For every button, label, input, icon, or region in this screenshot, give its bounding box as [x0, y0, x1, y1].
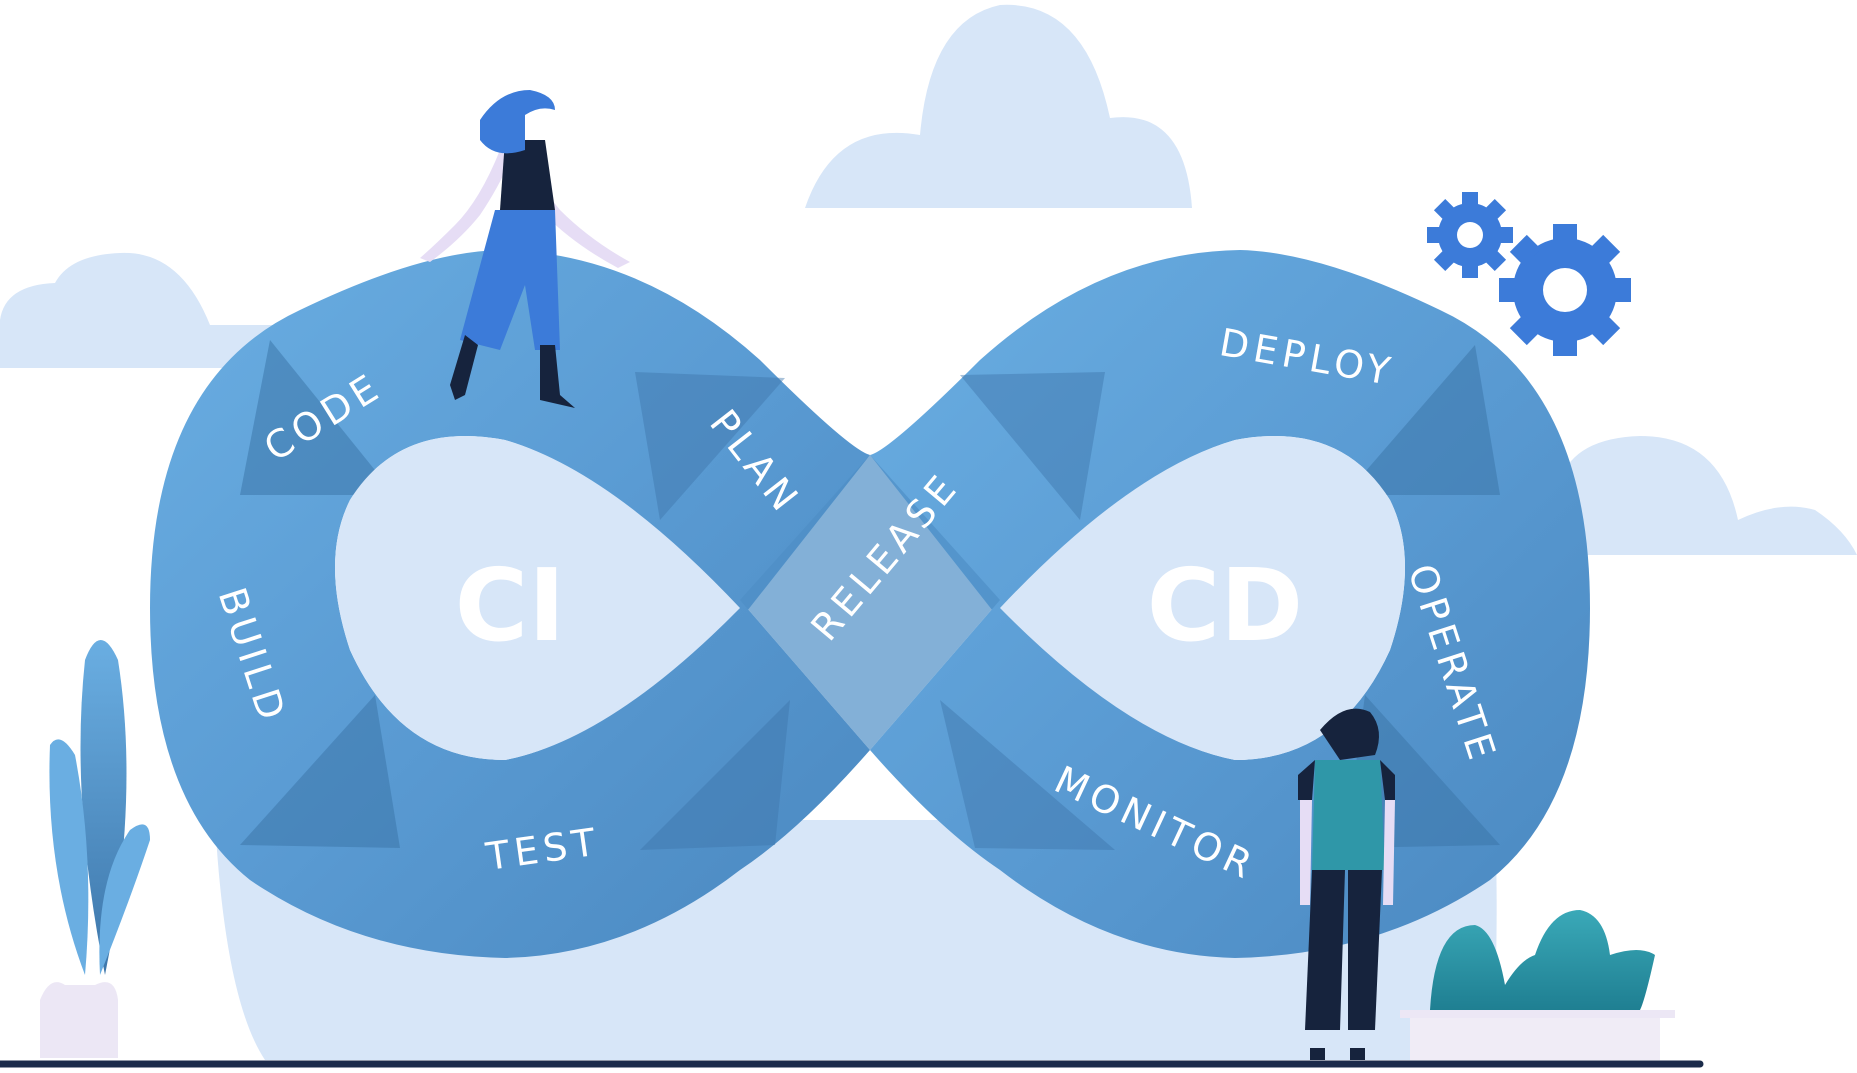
cloud-icon	[0, 252, 300, 368]
infinity-loop	[150, 250, 1590, 958]
segment-divider	[1345, 695, 1500, 848]
cd-hub	[1000, 436, 1405, 760]
segment-divider	[1345, 345, 1500, 495]
cloud-icon	[1560, 436, 1857, 555]
ci-label: CI	[455, 547, 566, 664]
ci-hub	[335, 436, 740, 760]
segment-divider	[940, 700, 1115, 850]
gear-icon	[1499, 224, 1631, 356]
segment-divider	[240, 695, 400, 848]
segment-divider	[640, 700, 790, 850]
segment-divider	[960, 372, 1105, 520]
person-icon	[1298, 708, 1395, 1060]
segment-divider	[635, 372, 785, 520]
cloud-icon	[805, 4, 1192, 208]
plant-icon	[40, 640, 150, 1058]
person-icon	[420, 90, 630, 408]
loop-cross-band	[740, 455, 1000, 750]
planter-icon	[1400, 910, 1675, 1060]
cd-label: CD	[1147, 547, 1303, 664]
segment-divider	[240, 340, 395, 495]
gear-icon	[1427, 192, 1513, 278]
